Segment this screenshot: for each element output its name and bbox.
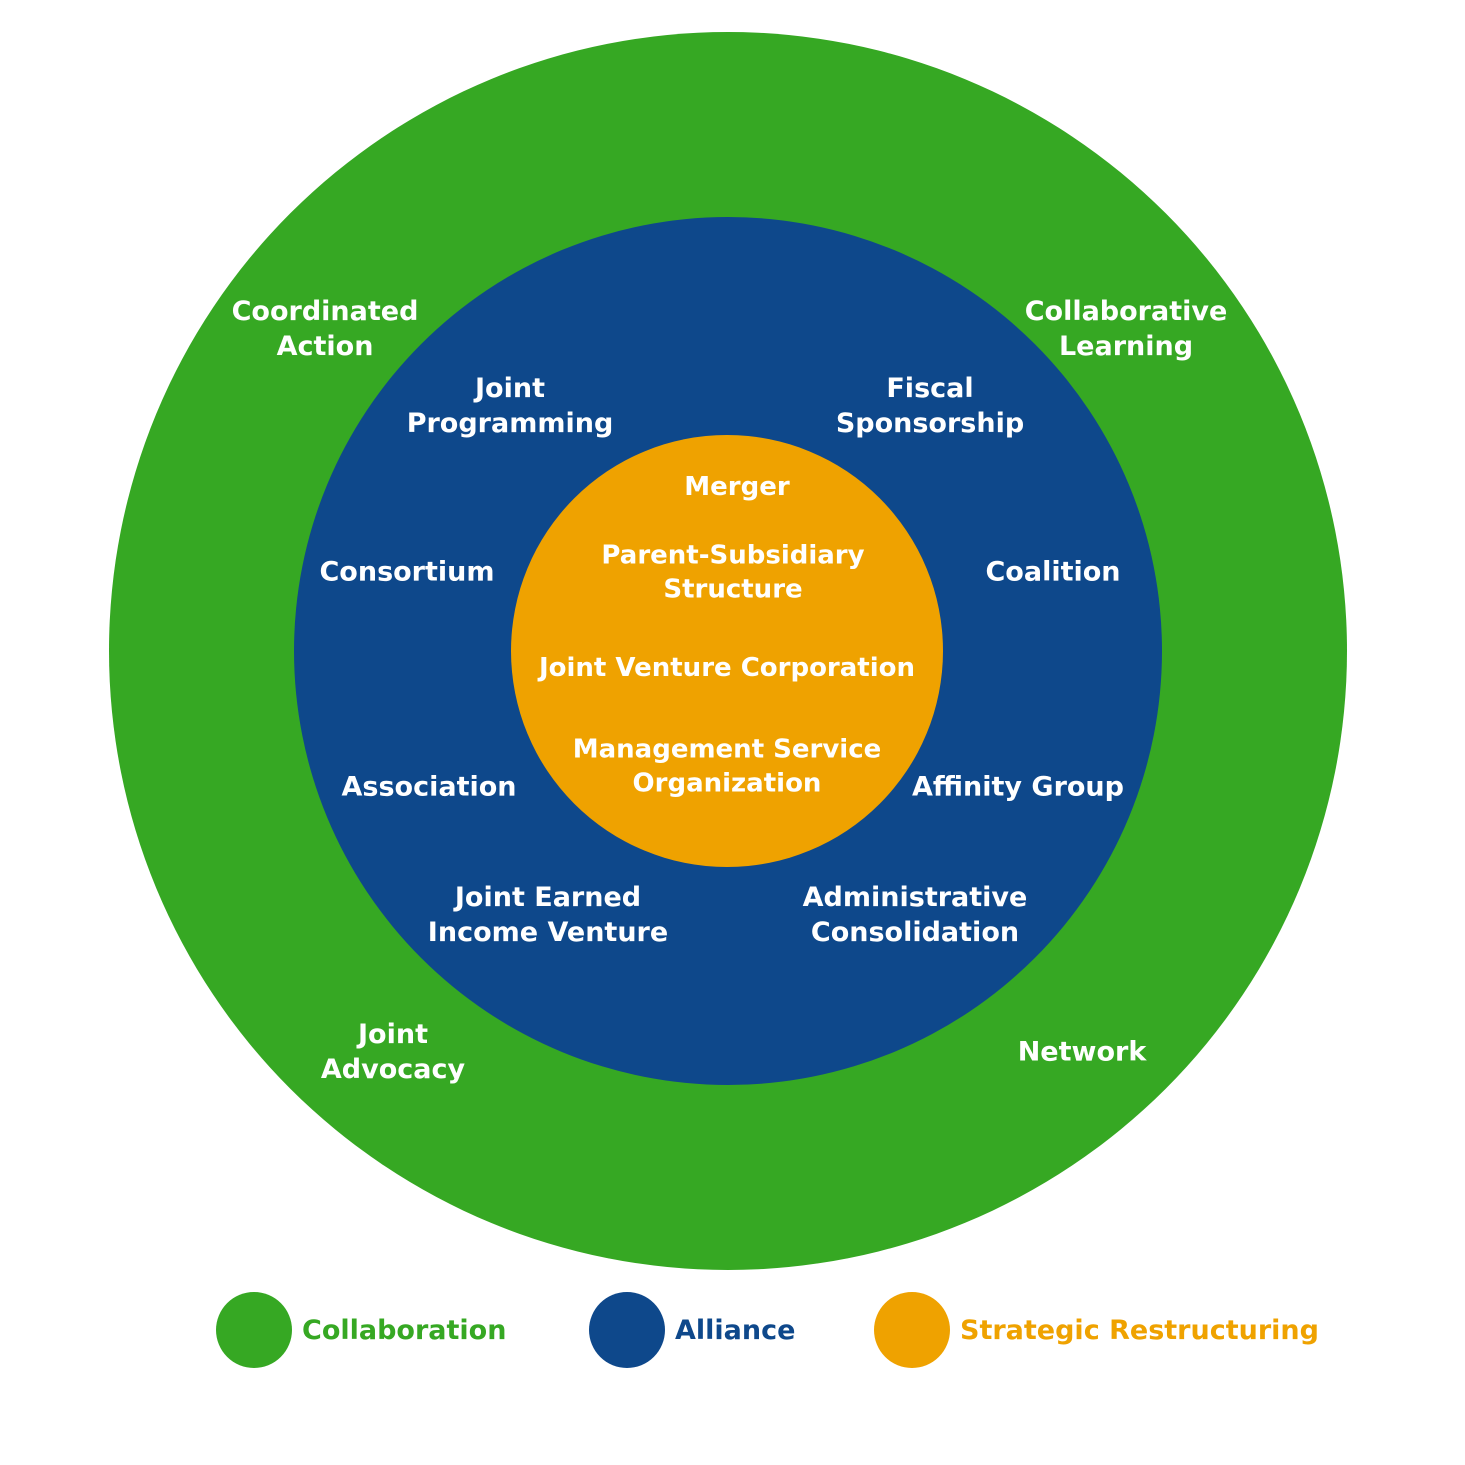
label-consortium: Consortium [319,556,495,588]
label-joint-programming: Joint Programming [406,372,614,439]
label-collaborative-learning: Collaborative Learning [1024,295,1228,362]
label-joint-earned-income-venture: Joint Earned Income Venture [427,881,669,948]
label-affinity-group: Affinity Group [912,771,1124,803]
legend-item-strategic-restructuring: Strategic Restructuring [874,1292,1319,1368]
label-parent-subsidiary-structure: Parent-Subsidiary Structure [601,540,865,605]
legend-label-alliance: Alliance [675,1314,796,1346]
label-administrative-consolidation: Administrative Consolidation [802,881,1028,948]
label-joint-venture-corporation: Joint Venture Corporation [538,652,916,683]
legend-item-collaboration: Collaboration [216,1292,506,1368]
legend-label-collaboration: Collaboration [302,1314,507,1346]
legend-swatch-collaboration [216,1292,292,1368]
legend-swatch-alliance [589,1292,665,1368]
label-network: Network [1017,1036,1147,1068]
label-coalition: Coalition [985,556,1121,588]
label-association: Association [341,771,517,803]
label-merger: Merger [684,471,790,502]
label-joint-advocacy: Joint Advocacy [320,1018,466,1085]
legend-label-strategic-restructuring: Strategic Restructuring [960,1314,1319,1346]
legend-item-alliance: Alliance [589,1292,795,1368]
legend-swatch-strategic-restructuring [874,1292,950,1368]
strategic-restructuring-ring [511,435,943,867]
legend: Collaboration Alliance Strategic Restruc… [0,1292,1465,1368]
label-coordinated-action: Coordinated Action [231,295,419,362]
label-fiscal-sponsorship: Fiscal Sponsorship [835,372,1025,439]
label-management-service-organization: Management Service Organization [572,734,882,799]
